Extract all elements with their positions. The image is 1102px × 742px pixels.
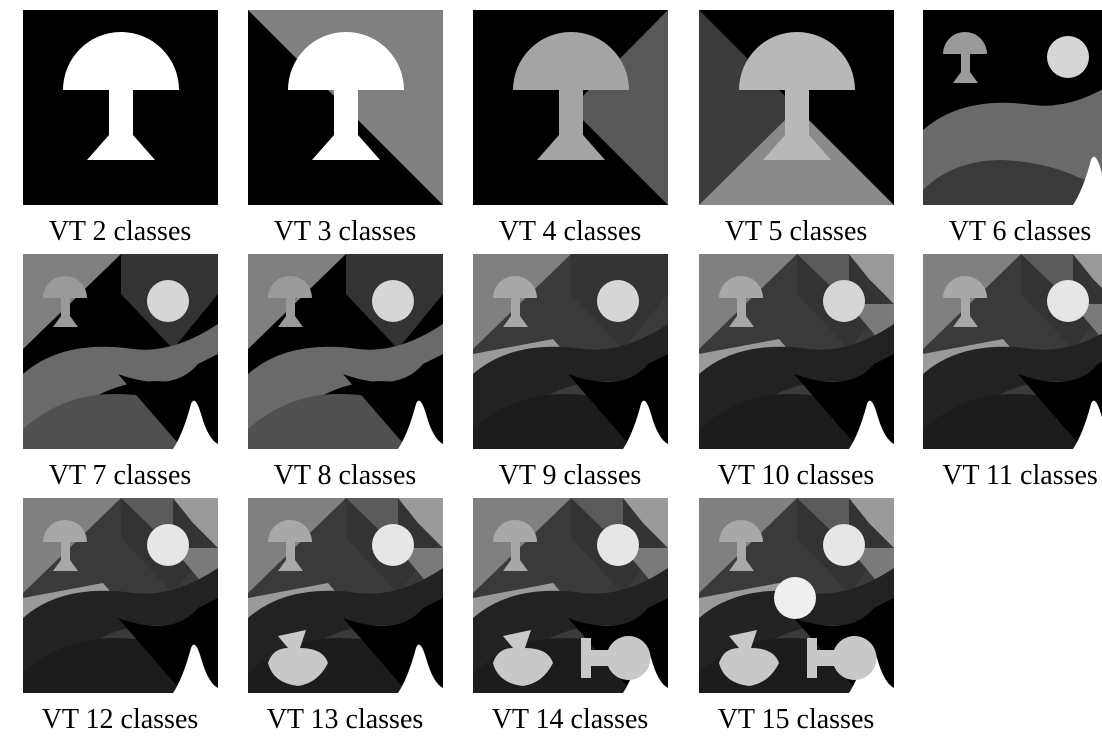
- panel-caption: VT 3 classes: [235, 216, 455, 248]
- segmentation-image: [473, 498, 668, 693]
- panel-caption: VT 6 classes: [910, 216, 1102, 248]
- panel-caption: VT 10 classes: [686, 460, 906, 492]
- segmentation-image: [248, 498, 443, 693]
- panel-caption: VT 8 classes: [235, 460, 455, 492]
- segmentation-image: [699, 10, 894, 205]
- panel-caption: VT 13 classes: [235, 704, 455, 736]
- panel-2-classes: VT 2 classes: [10, 10, 230, 254]
- segmentation-image: [23, 254, 218, 449]
- panel-caption: VT 11 classes: [910, 460, 1102, 492]
- panel-6-classes: VT 6 classes: [910, 10, 1102, 254]
- panel-caption: VT 4 classes: [460, 216, 680, 248]
- panel-caption: VT 15 classes: [686, 704, 906, 736]
- panel-12-classes: VT 12 classes: [10, 498, 230, 742]
- panel-8-classes: VT 8 classes: [235, 254, 455, 498]
- panel-caption: VT 7 classes: [10, 460, 230, 492]
- segmentation-image: [23, 10, 218, 205]
- panel-14-classes: VT 14 classes: [460, 498, 680, 742]
- segmentation-image: [699, 254, 894, 449]
- panel-caption: VT 2 classes: [10, 216, 230, 248]
- panel-11-classes: VT 11 classes: [910, 254, 1102, 498]
- segmentation-image: [699, 498, 894, 693]
- panel-caption: VT 12 classes: [10, 704, 230, 736]
- segmentation-image: [473, 10, 668, 205]
- segmentation-image: [923, 10, 1102, 205]
- segmentation-image: [473, 254, 668, 449]
- segmentation-image: [248, 10, 443, 205]
- panel-10-classes: VT 10 classes: [686, 254, 906, 498]
- segmentation-image: [923, 254, 1102, 449]
- panel-15-classes: VT 15 classes: [686, 498, 906, 742]
- segmentation-image: [23, 498, 218, 693]
- panel-caption: VT 5 classes: [686, 216, 906, 248]
- panel-caption: VT 14 classes: [460, 704, 680, 736]
- panel-7-classes: VT 7 classes: [10, 254, 230, 498]
- panel-caption: VT 9 classes: [460, 460, 680, 492]
- panel-13-classes: VT 13 classes: [235, 498, 455, 742]
- panel-9-classes: VT 9 classes: [460, 254, 680, 498]
- segmentation-image: [248, 254, 443, 449]
- panel-5-classes: VT 5 classes: [686, 10, 906, 254]
- panel-3-classes: VT 3 classes: [235, 10, 455, 254]
- panel-4-classes: VT 4 classes: [460, 10, 680, 254]
